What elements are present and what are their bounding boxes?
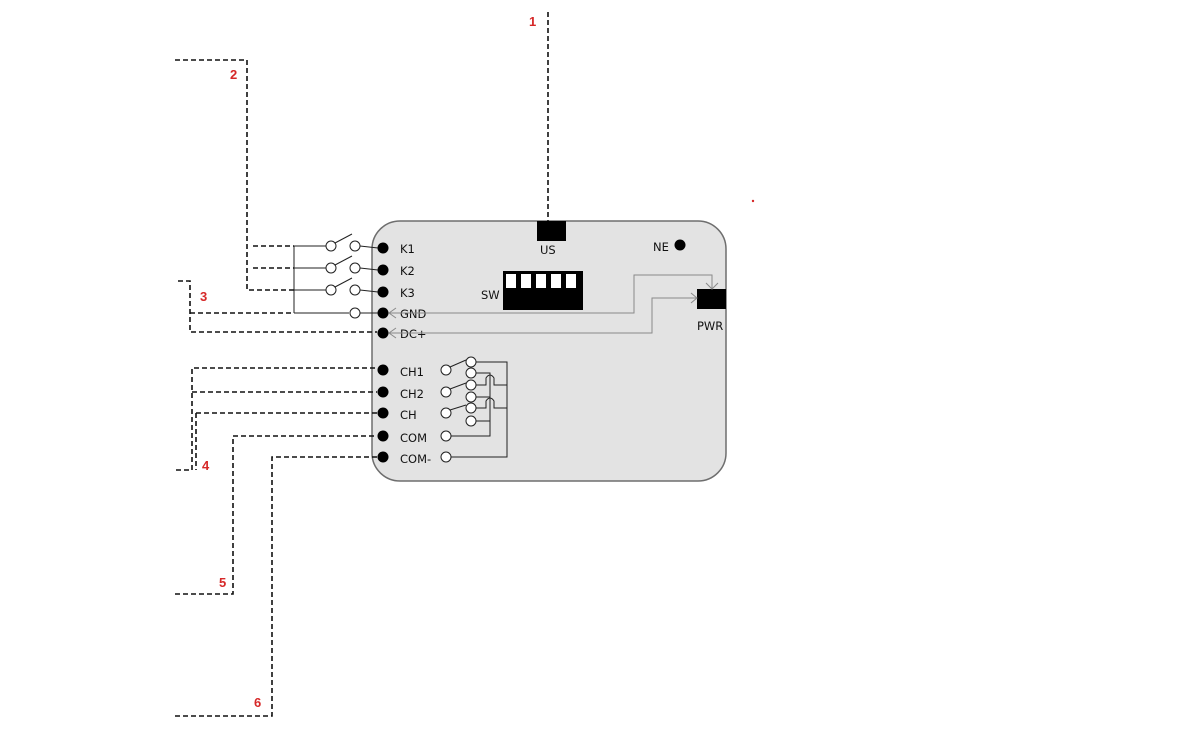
power-wires <box>388 274 719 339</box>
callout-6: 6 <box>254 695 261 710</box>
terminal-ch2 <box>377 386 389 398</box>
terminal-label-k3: K3 <box>400 286 415 300</box>
us-connector <box>537 221 566 241</box>
us-label: US <box>540 243 556 257</box>
callout-4: 4 <box>202 458 210 473</box>
terminal-com <box>377 430 389 442</box>
dashed-leaders <box>175 12 549 717</box>
terminal-label-ch: CH <box>400 408 417 422</box>
terminal-label-k2: K2 <box>400 264 415 278</box>
terminal-ch <box>377 407 389 419</box>
dip-switch <box>503 271 583 310</box>
terminal-label-ch2: CH2 <box>400 387 424 401</box>
terminal-block-bottom <box>377 364 389 463</box>
terminal-block-top <box>377 242 389 339</box>
terminal-dc-plus <box>377 327 389 339</box>
external-switches <box>293 233 379 319</box>
channel-relay-schematic <box>440 356 508 463</box>
callout-1: 1 <box>529 14 536 29</box>
terminal-label-ch1: CH1 <box>400 365 424 379</box>
terminal-label-com-minus: COM- <box>400 452 431 466</box>
terminal-k3 <box>377 286 389 298</box>
callout-3: 3 <box>200 289 207 304</box>
terminal-label-dc-plus: DC+ <box>400 327 427 341</box>
terminal-label-gnd: GND <box>400 307 427 321</box>
terminal-gnd <box>377 307 389 319</box>
ne-label: NE <box>653 240 669 254</box>
ne-indicator <box>674 239 686 251</box>
stray-dot <box>751 199 755 203</box>
terminal-k2 <box>377 264 389 276</box>
pwr-connector <box>697 289 726 309</box>
callout-5: 5 <box>219 575 226 590</box>
callout-2: 2 <box>230 67 237 82</box>
terminal-com-minus <box>377 451 389 463</box>
pwr-label: PWR <box>697 319 723 333</box>
terminal-label-com: COM <box>400 431 427 445</box>
sw-label: SW <box>481 288 500 302</box>
terminal-label-k1: K1 <box>400 242 415 256</box>
terminal-ch1 <box>377 364 389 376</box>
terminal-k1 <box>377 242 389 254</box>
